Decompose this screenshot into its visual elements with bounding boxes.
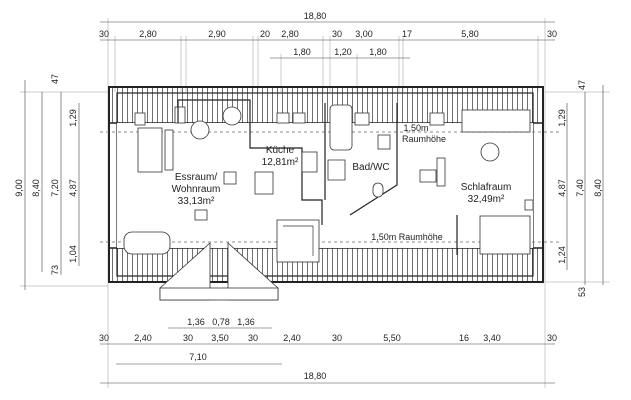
dim-bottom-sub: 0,78 xyxy=(212,317,230,327)
dim-bottom: 30 xyxy=(183,333,193,343)
kitchen-name: Küche xyxy=(266,145,295,156)
dim-top: 17 xyxy=(402,29,412,39)
dim-left: 9,00 xyxy=(14,179,24,197)
top-dimensions: 18,80 30 2,80 2,90 20 2,80 30 3,00 17 5,… xyxy=(99,11,557,59)
dim-left: 1,29 xyxy=(68,109,78,127)
dim-bottom: 30 xyxy=(332,333,342,343)
dining-table xyxy=(137,127,163,173)
building-outline xyxy=(100,86,560,301)
dim-top: 2,80 xyxy=(281,29,299,39)
extension-lines xyxy=(20,18,610,388)
dim-bottom: 3,50 xyxy=(211,333,229,343)
dim-bottom: 2,40 xyxy=(283,333,301,343)
dim-top: 2,90 xyxy=(208,29,226,39)
dim-left: 73 xyxy=(50,265,60,275)
dim-top: 2,80 xyxy=(139,29,157,39)
toilet xyxy=(372,182,384,198)
kitchen-area: 12,81m² xyxy=(262,157,299,168)
sink xyxy=(377,134,391,150)
dim-right: 8,40 xyxy=(593,179,603,197)
dim-left: 1,04 xyxy=(68,245,78,263)
dim-bottom-sub: 1,36 xyxy=(187,317,205,327)
dim-bottom: 5,50 xyxy=(383,333,401,343)
dim-top-sub: 1,20 xyxy=(334,47,352,57)
bath-name: Bad/WC xyxy=(352,162,389,173)
dim-bottom: 2,40 xyxy=(134,333,152,343)
height-note-top-1: 1,50m xyxy=(403,123,428,133)
height-note-top-2: Raumhöhe xyxy=(402,134,446,144)
living-room-area: 33,13m² xyxy=(178,196,215,207)
height-note-bottom: 1,50m Raumhöhe xyxy=(371,232,443,242)
dim-top-sub: 1,80 xyxy=(369,47,387,57)
dim-top-sub: 1,80 xyxy=(293,47,311,57)
dim-bottom-sub: 1,36 xyxy=(237,317,255,327)
dim-right: 53 xyxy=(577,287,587,297)
dim-top: 20 xyxy=(260,29,270,39)
dim-bottom: 16 xyxy=(459,333,469,343)
dim-bottom: 30 xyxy=(99,333,109,343)
dim-right: 4,87 xyxy=(557,179,567,197)
dim-top: 30 xyxy=(99,29,109,39)
bathtub xyxy=(329,104,353,151)
left-dimensions: 9,00 8,40 7,20 4,87 47 1,29 1,04 73 xyxy=(14,74,80,290)
dim-bottom-partial: 7,10 xyxy=(189,352,207,362)
wardrobe xyxy=(461,109,531,133)
dim-left: 8,40 xyxy=(31,179,41,197)
shower xyxy=(327,159,346,181)
dim-top: 3,00 xyxy=(355,29,373,39)
dim-right: 7,40 xyxy=(575,179,585,197)
dim-right: 1,29 xyxy=(557,109,567,127)
bedroom-name: Schlafraum xyxy=(461,182,512,193)
stove xyxy=(301,151,318,173)
dim-bottom: 3,40 xyxy=(483,333,501,343)
dim-left: 4,87 xyxy=(68,179,78,197)
dim-bottom: 30 xyxy=(248,333,258,343)
living-room-name-1: Essraum/ xyxy=(175,172,217,183)
dim-top: 30 xyxy=(547,29,557,39)
dim-top: 30 xyxy=(332,29,342,39)
bed xyxy=(479,215,531,255)
living-room-name-2: Wohnraum xyxy=(172,184,221,195)
right-dimensions: 47 1,29 4,87 1,24 53 7,40 8,40 xyxy=(557,80,604,297)
dim-bottom-total: 18,80 xyxy=(304,371,327,381)
bedroom-area: 32,49m² xyxy=(468,194,505,205)
dim-right: 47 xyxy=(577,80,587,90)
room-labels: Essraum/ Wohnraum 33,13m² Küche 12,81m² … xyxy=(172,123,512,242)
dim-left: 7,20 xyxy=(50,179,60,197)
dim-left: 47 xyxy=(50,74,60,84)
bottom-dimensions: 1,36 0,78 1,36 30 2,40 30 3,50 30 2,40 3… xyxy=(99,317,557,384)
dim-top: 5,80 xyxy=(461,29,479,39)
dim-bottom: 30 xyxy=(547,333,557,343)
dim-right: 1,24 xyxy=(557,246,567,264)
dim-top-total: 18,80 xyxy=(304,11,327,21)
